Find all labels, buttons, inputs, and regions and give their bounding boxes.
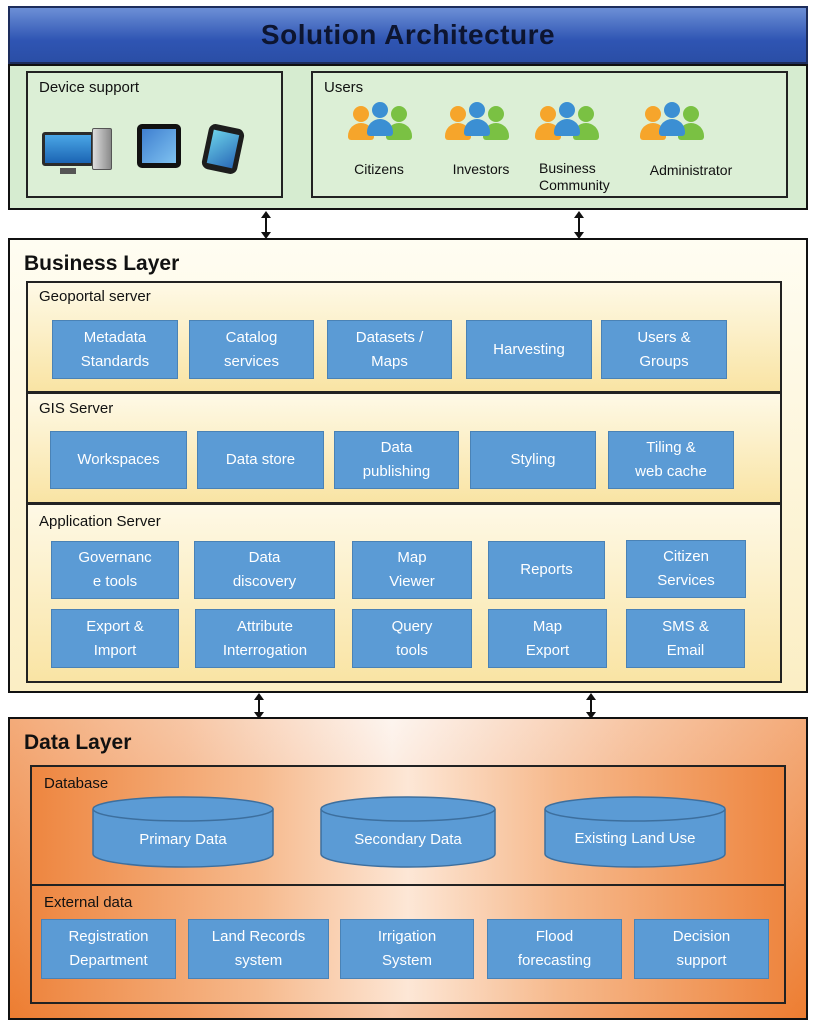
database-title: Database (44, 775, 109, 792)
service-box: Reports (488, 541, 605, 599)
application-server-title: Application Server (39, 513, 161, 530)
service-box: Governanc e tools (51, 541, 179, 599)
user-label-citizens: Citizens (354, 161, 404, 177)
service-box: Harvesting (466, 320, 592, 379)
service-box: Data discovery (194, 541, 335, 599)
user-label-business-community: Business Community (539, 160, 610, 193)
service-box: Workspaces (50, 431, 187, 489)
user-group-icon (445, 102, 515, 142)
user-group-icon (348, 102, 418, 142)
bidirectional-arrow-icon (586, 693, 596, 719)
service-box: Attribute Interrogation (195, 609, 335, 668)
device-support-title: Device support (39, 79, 140, 96)
service-box: Styling (470, 431, 596, 489)
service-box: Citizen Services (626, 540, 746, 598)
external-data-title: External data (44, 894, 133, 911)
user-label-investors: Investors (452, 161, 510, 177)
service-box: Land Records system (188, 919, 329, 979)
user-group-icon (640, 102, 710, 142)
database-cylinder (544, 796, 726, 868)
service-box: Datasets / Maps (327, 320, 452, 379)
service-box: Tiling & web cache (608, 431, 734, 489)
diagram-title: Solution Architecture (260, 19, 556, 50)
bidirectional-arrow-icon (261, 211, 271, 239)
bidirectional-arrow-icon (254, 693, 264, 719)
database-label: Secondary Data (354, 831, 462, 848)
business-layer-title: Business Layer (24, 252, 180, 275)
service-box: Query tools (352, 609, 472, 668)
user-label-administrator: Administrator (649, 162, 733, 178)
geoportal-server-title: Geoportal server (39, 288, 151, 305)
service-box: Users & Groups (601, 320, 727, 379)
service-box: Catalog services (189, 320, 314, 379)
service-box: Data store (197, 431, 324, 489)
gis-server-title: GIS Server (39, 400, 114, 417)
database-cylinder (92, 796, 274, 868)
service-box: Metadata Standards (52, 320, 178, 379)
database-label: Existing Land Use (574, 830, 696, 847)
database-cylinder (320, 796, 496, 868)
service-box: Irrigation System (340, 919, 474, 979)
user-group-icon (535, 102, 605, 142)
service-box: Decision support (634, 919, 769, 979)
users-title: Users (324, 79, 364, 96)
title-bar: Solution Architecture (8, 6, 808, 64)
service-box: SMS & Email (626, 609, 745, 668)
service-box: Data publishing (334, 431, 459, 489)
service-box: Registration Department (41, 919, 176, 979)
service-box: Map Export (488, 609, 607, 668)
database-label: Primary Data (139, 831, 227, 848)
data-layer-title: Data Layer (24, 731, 132, 754)
service-box: Export & Import (51, 609, 179, 668)
service-box: Flood forecasting (487, 919, 622, 979)
bidirectional-arrow-icon (574, 211, 584, 239)
service-box: Map Viewer (352, 541, 472, 599)
